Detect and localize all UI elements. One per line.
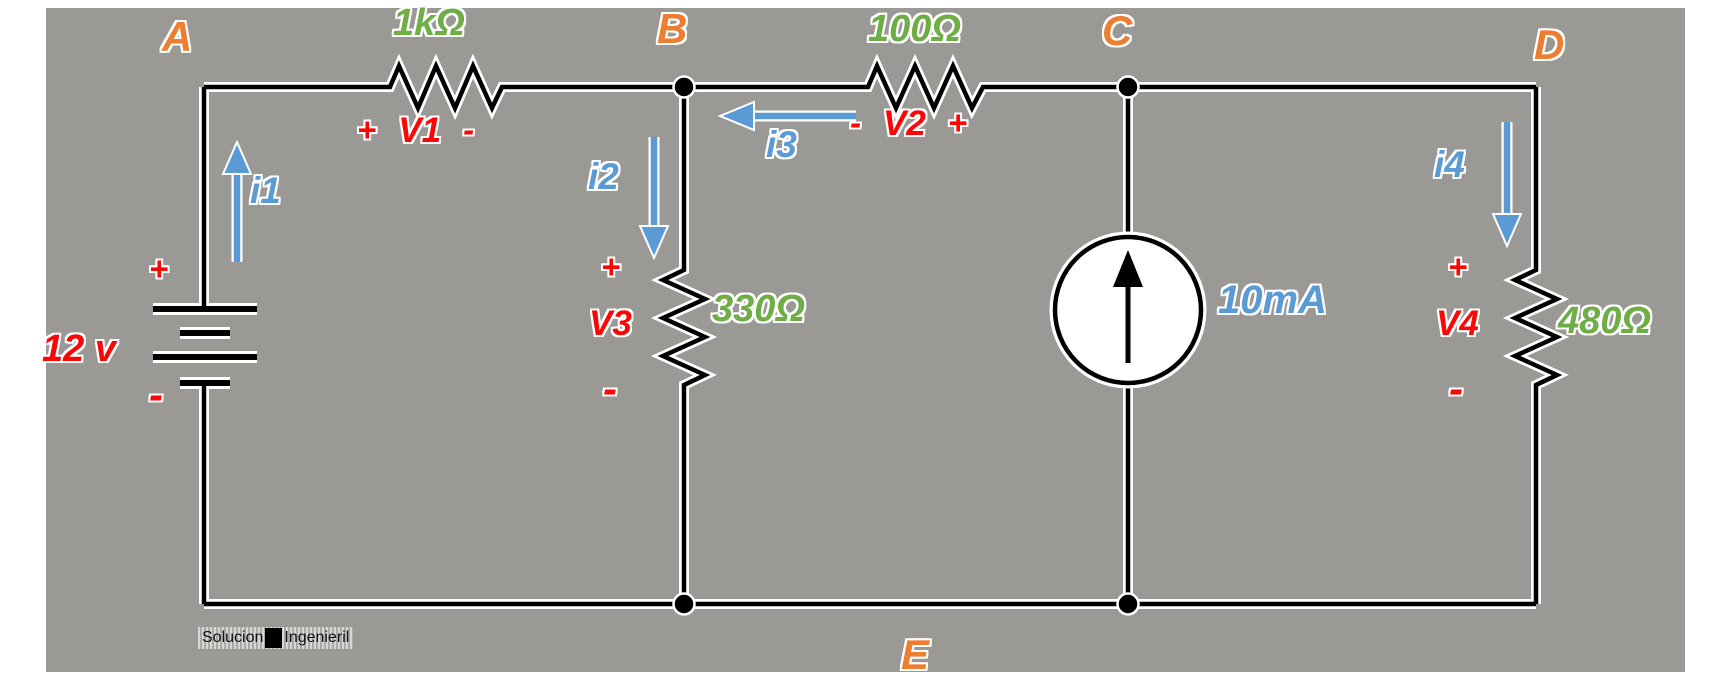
resistor-value-1k: 1kΩ — [393, 2, 465, 44]
battery-symbol — [153, 309, 257, 383]
node-dots — [672, 75, 1140, 616]
current-source-symbol — [1049, 231, 1207, 389]
voltage-v2-row: - V2 + — [850, 106, 967, 141]
v4-label: V4 — [1436, 304, 1479, 343]
watermark-word1: Solucion — [202, 629, 264, 647]
node-label-a: A — [162, 13, 193, 60]
i3-arrow-head — [717, 100, 755, 132]
current-source-arrow-head — [1113, 250, 1143, 287]
i2-arrow-head — [638, 225, 670, 261]
v4-plus-sign: + — [1448, 248, 1468, 285]
i1-arrow-head — [221, 139, 253, 175]
v1-plus-sign: + — [357, 111, 377, 148]
v3-label: V3 — [589, 304, 632, 343]
v2-minus-sign: - — [850, 104, 861, 141]
current-arrows — [221, 100, 1523, 262]
node-dot-b-bottom — [672, 592, 696, 616]
resistor-value-480: 480Ω — [1558, 300, 1652, 342]
current-label-i2: i2 — [588, 156, 619, 197]
node-label-c: C — [1102, 7, 1133, 54]
resistor-value-330: 330Ω — [712, 288, 806, 330]
v1-label: V1 — [398, 111, 442, 150]
node-dot-c-bottom — [1116, 592, 1140, 616]
node-dot-c-top — [1116, 75, 1140, 99]
battery-minus-sign: - — [149, 371, 163, 418]
diagram-canvas — [46, 8, 1685, 672]
current-label-i3: i3 — [766, 124, 797, 165]
current-source-value: 10mA — [1218, 278, 1327, 322]
node-label-d: D — [1534, 21, 1565, 68]
battery-value: 12 v — [42, 328, 116, 370]
v4-minus-sign: - — [1449, 365, 1463, 412]
node-label-b: B — [657, 5, 688, 52]
v2-label: V2 — [883, 104, 926, 143]
current-label-i4: i4 — [1434, 144, 1465, 185]
resistor-value-100: 100Ω — [868, 8, 962, 50]
node-label-e: E — [901, 631, 930, 678]
v3-minus-sign: - — [603, 365, 617, 412]
v3-plus-sign: + — [601, 248, 621, 285]
v1-minus-sign: - — [463, 111, 475, 148]
watermark: Solucion Ingenieril — [198, 627, 354, 649]
watermark-word2: Ingenieril — [284, 629, 350, 647]
voltage-v1-row: + V1 - — [357, 113, 474, 148]
node-dot-b-top — [672, 75, 696, 99]
current-label-i1: i1 — [250, 170, 281, 211]
v2-plus-sign: + — [947, 104, 968, 141]
watermark-redaction-box — [265, 628, 283, 648]
battery-plus-sign: + — [149, 250, 169, 287]
i4-arrow-head — [1491, 213, 1523, 249]
